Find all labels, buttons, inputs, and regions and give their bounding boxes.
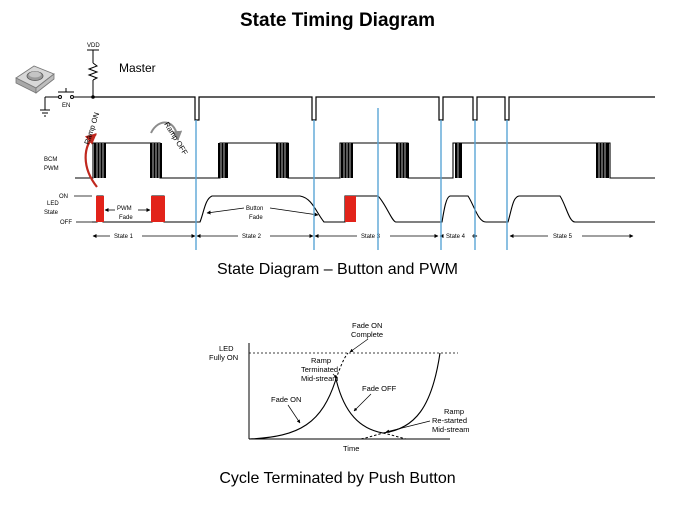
push-button-icon [15, 65, 55, 94]
pwm-block [151, 196, 165, 222]
ramp-terminated-arrow [332, 373, 338, 379]
event-markers [195, 108, 508, 250]
button-fade-arrow-left [206, 207, 245, 215]
y-label-led: LED [219, 344, 234, 353]
vdd-label: VDD [87, 43, 100, 49]
button-fade-arrow-right [269, 207, 319, 217]
led-state-signal [92, 195, 655, 223]
ramp-restarted-1: Ramp [444, 407, 464, 416]
fade-on-projection [335, 352, 349, 380]
ramp-terminated-3: Mid-stream [301, 374, 339, 383]
restart-curve [382, 352, 441, 434]
pwm-fade-label-2: Fade [119, 215, 133, 221]
fade-off-arrow [353, 393, 372, 412]
led-label: LED [47, 201, 59, 207]
en-label: EN [62, 103, 70, 109]
state-5-label: State 5 [553, 234, 573, 240]
pwm-bursts [94, 143, 609, 178]
fade-on-arrow [287, 404, 301, 424]
ramp-restarted-3: Mid-stream [432, 425, 470, 434]
pwm-fade-blocks [96, 196, 356, 222]
button-fade-label-1: Button [246, 206, 263, 212]
cycle-diagram: LED Fully ON Time Fade ON Complete Ramp … [209, 321, 470, 453]
fade-on-curve [248, 378, 337, 440]
vdd-resistor [87, 49, 99, 97]
pwm-block [345, 196, 356, 222]
state-4-label: State 4 [446, 234, 466, 240]
page-title: State Timing Diagram [240, 10, 435, 31]
y-label-fully-on: Fully ON [209, 353, 238, 362]
fade-on-complete-arrow [349, 338, 369, 353]
x-label-time: Time [343, 444, 359, 453]
pwm-label: PWM [44, 166, 59, 172]
master-label: Master [119, 61, 156, 75]
timing-caption: State Diagram – Button and PWM [217, 261, 458, 278]
switch-circuit [40, 88, 92, 117]
pwm-fade-label-1: PWM [117, 206, 132, 212]
restart-projection [360, 432, 384, 440]
state-3-label: State 3 [361, 234, 381, 240]
ramp-on-label: Ramp ON [82, 111, 101, 145]
fade-off-label: Fade OFF [362, 384, 397, 393]
button-fade-label-2: Fade [249, 215, 263, 221]
ramp-terminated-2: Terminated [301, 365, 338, 374]
cycle-caption: Cycle Terminated by Push Button [219, 470, 456, 487]
pwm-burst-gaps [96, 143, 606, 178]
master-signal [93, 96, 655, 121]
ramp-on-arrow [84, 133, 98, 188]
ramp-off-label: Ramp OFF [162, 120, 190, 157]
timing-diagram: EN VDD Master BCM PWM Ramp ON Ramp [15, 43, 655, 250]
state-label: State [44, 210, 59, 216]
on-label: ON [59, 194, 68, 200]
pwm-block [96, 196, 104, 222]
fade-on-label: Fade ON [271, 395, 301, 404]
bcm-label: BCM [44, 157, 57, 163]
fade-on-complete-2: Complete [351, 330, 383, 339]
ramp-restarted-2: Re-started [432, 416, 467, 425]
fade-off-curve [335, 378, 384, 434]
off-label: OFF [60, 220, 72, 226]
ramp-terminated-1: Ramp [311, 356, 331, 365]
ramp-off-arrow [150, 121, 183, 141]
state-2-label: State 2 [242, 234, 262, 240]
fade-on-complete-1: Fade ON [352, 321, 382, 330]
fade-off-projection [382, 432, 407, 440]
ramp-restarted-arrow [385, 420, 431, 433]
state-1-label: State 1 [114, 234, 134, 240]
